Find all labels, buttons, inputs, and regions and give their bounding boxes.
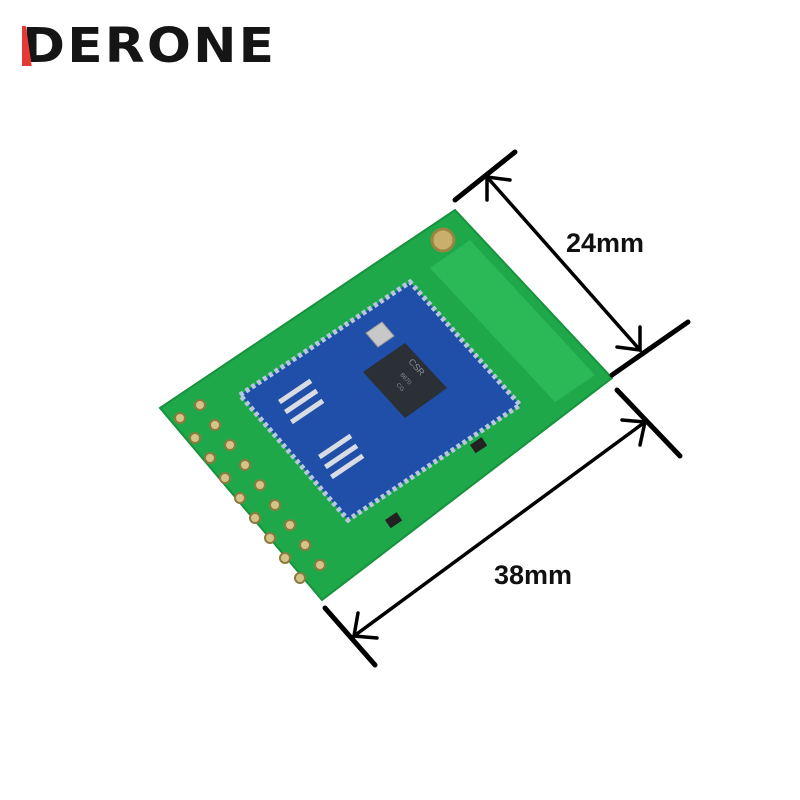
bluetooth-module	[236, 278, 524, 524]
derone-logo: DERONE	[22, 18, 277, 74]
mounting-hole	[430, 227, 456, 253]
module-pads	[278, 378, 365, 480]
pin-header-holes	[174, 399, 326, 584]
csr-chip	[363, 343, 447, 418]
dimension-24mm	[452, 149, 691, 378]
antenna-area	[430, 240, 595, 402]
logo-accent	[22, 26, 32, 66]
length-label: 38mm	[494, 560, 573, 590]
chip-line2: CG	[395, 382, 406, 393]
width-label: 24mm	[566, 228, 645, 258]
dimension-38mm	[322, 387, 683, 668]
smd-components	[385, 437, 488, 529]
crystal	[365, 321, 395, 348]
